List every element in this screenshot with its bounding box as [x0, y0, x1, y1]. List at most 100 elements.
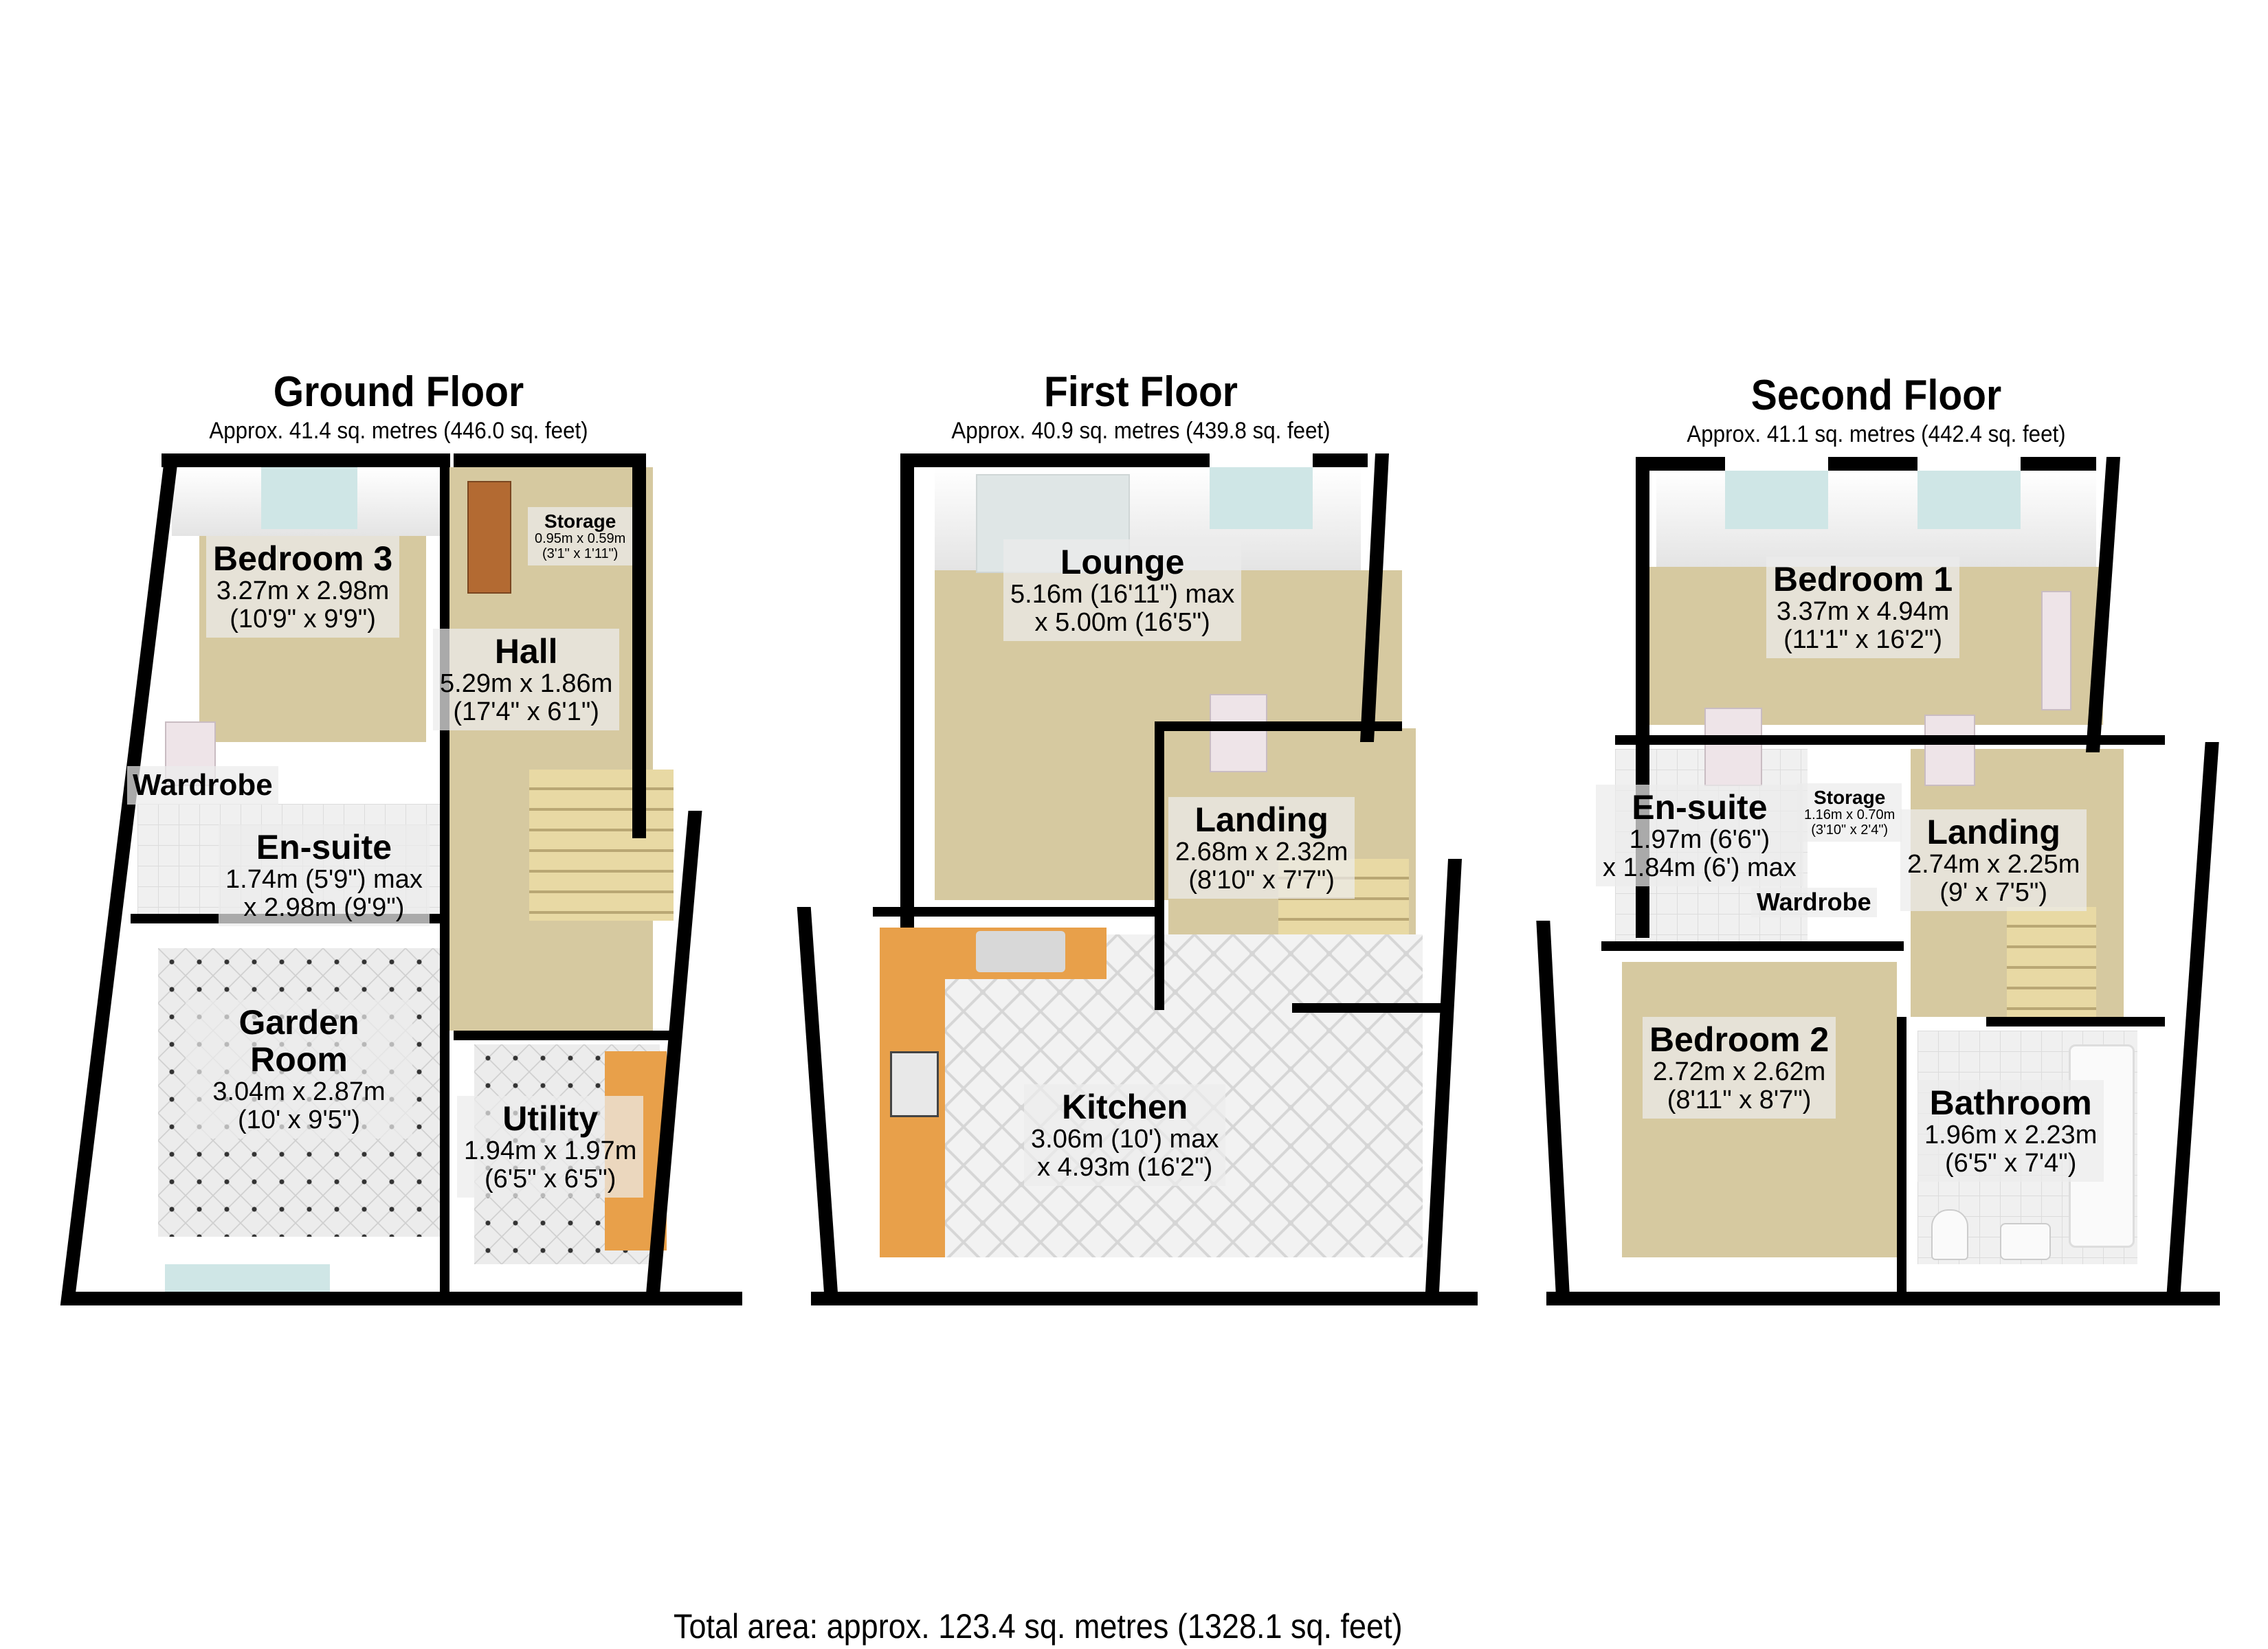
room-dimensions-metric: 3.04m x 2.87m — [212, 1077, 386, 1106]
first-floor-area: Approx. 40.9 sq. metres (439.8 sq. feet) — [951, 418, 1331, 444]
room-dimensions-imperial: (10'9" x 9'9") — [230, 605, 376, 634]
second-floor-stairs — [2007, 907, 2096, 1017]
room-dimensions-metric: 1.97m (6'6") — [1629, 825, 1770, 854]
room-dimensions-metric: 3.06m (10') max — [1031, 1125, 1219, 1154]
second-internal-wall-bathroom — [1897, 1017, 1906, 1292]
room-name: Bedroom 3 — [213, 539, 393, 578]
room-label-ensuite-2: En-suite 1.97m (6'6") x 1.84m (6') max — [1596, 785, 1803, 887]
second-outer-wall-top-mid — [1828, 457, 1917, 471]
room-dimensions-metric: 2.74m x 2.25m — [1907, 850, 2080, 879]
bedroom-1-wardrobe-door — [2041, 591, 2071, 710]
first-internal-wall-landing — [1155, 721, 1164, 1010]
room-dimensions-metric: 3.37m x 4.94m — [1776, 597, 1950, 626]
ground-outer-wall-top-left — [162, 453, 450, 467]
ground-outer-wall-bottom — [62, 1292, 742, 1305]
front-door — [467, 481, 511, 594]
room-label-kitchen: Kitchen 3.06m (10') max x 4.93m (16'2") — [1024, 1084, 1226, 1187]
first-outer-wall-left-lower — [797, 907, 839, 1305]
first-internal-wall-landing-top — [1155, 721, 1402, 731]
room-name: Kitchen — [1062, 1088, 1188, 1126]
first-floor-title: First Floor — [1043, 368, 1238, 416]
second-outer-wall-right-lower — [2166, 742, 2219, 1305]
second-outer-wall-top-right — [2021, 457, 2096, 471]
first-outer-wall-left — [900, 453, 914, 928]
room-label-ensuite: En-suite 1.74m (5'9") max x 2.98m (9'9") — [219, 824, 430, 927]
room-label-storage: Storage 0.95m x 0.59m (3'1" x 1'11") — [528, 507, 633, 566]
basin-icon — [2000, 1223, 2051, 1260]
room-dimensions-metric: 0.95m x 0.59m — [535, 531, 626, 547]
room-name: Bedroom 2 — [1649, 1020, 1830, 1059]
second-internal-wall-bathroom-top — [1986, 1017, 2165, 1027]
room-dimensions-imperial: x 1.84m (6') max — [1603, 853, 1797, 883]
room-label-bedroom-3: Bedroom 3 3.27m x 2.98m (10'9" x 9'9") — [206, 536, 400, 638]
room-label-bedroom-1: Bedroom 1 3.37m x 4.94m (11'1" x 16'2") — [1766, 557, 1960, 659]
ground-outer-wall-top-right — [454, 453, 639, 467]
first-internal-wall-landing-bottom — [1292, 1003, 1450, 1013]
landing-door — [1210, 694, 1267, 772]
room-name: Landing — [1194, 800, 1328, 839]
room-name: Storage — [1814, 787, 1886, 808]
hob-icon — [890, 1051, 939, 1117]
room-label-bedroom-2: Bedroom 2 2.72m x 2.62m (8'11" x 8'7") — [1643, 1017, 1836, 1119]
room-dimensions-metric: 5.16m (16'11") max — [1010, 580, 1235, 609]
room-dimensions-imperial: (11'1" x 16'2") — [1783, 625, 1943, 655]
total-area: Total area: approx. 123.4 sq. metres (13… — [674, 1607, 1403, 1646]
ground-internal-wall-utility — [454, 1031, 680, 1040]
room-dimensions-metric: 1.94m x 1.97m — [464, 1136, 637, 1165]
room-label-landing: Landing 2.68m x 2.32m (8'10" x 7'7") — [1168, 797, 1355, 899]
room-dimensions-imperial: x 5.00m (16'5") — [1034, 608, 1210, 638]
ground-floor-area: Approx. 41.4 sq. metres (446.0 sq. feet) — [209, 418, 588, 444]
room-dimensions-imperial: (6'5" x 7'4") — [1944, 1149, 2077, 1178]
toilet-icon — [1931, 1209, 1968, 1260]
room-dimensions-imperial: (9' x 7'5") — [1939, 878, 2048, 908]
room-dimensions-imperial: (8'10" x 7'7") — [1188, 866, 1335, 895]
second-outer-wall-top-left — [1649, 457, 1725, 471]
room-dimensions-metric: 3.27m x 2.98m — [216, 576, 390, 605]
bedroom-1-wall — [1656, 471, 2096, 567]
sink-icon — [976, 931, 1065, 972]
room-label-landing-2: Landing 2.74m x 2.25m (9' x 7'5") — [1900, 809, 2087, 912]
ground-outer-wall-right — [632, 453, 646, 838]
ensuite-door-2 — [1704, 708, 1762, 786]
first-internal-wall-kitchen — [873, 907, 1161, 917]
room-name: Storage — [544, 511, 616, 532]
room-name: Lounge — [1060, 543, 1185, 581]
room-label-hall: Hall 5.29m x 1.86m (17'4" x 6'1") — [433, 629, 620, 731]
second-internal-wall-bedroom1 — [1615, 735, 2165, 745]
room-label-garden-room: Garden Room 3.04m x 2.87m (10' x 9'5") — [186, 1000, 412, 1139]
room-name: Bathroom — [1929, 1084, 2092, 1122]
ground-stairs — [529, 770, 674, 921]
room-dimensions-imperial: (3'1" x 1'11") — [542, 546, 619, 561]
room-dimensions-metric: 1.96m x 2.23m — [1924, 1121, 2098, 1149]
ground-internal-wall-hall — [440, 467, 449, 1292]
room-dimensions-imperial: (10' x 9'5") — [238, 1106, 360, 1135]
lounge-window — [1210, 467, 1313, 529]
room-name: Landing — [1926, 813, 2060, 851]
first-outer-wall-bottom — [811, 1292, 1478, 1305]
landing-door-2 — [1924, 715, 1975, 786]
room-name: Garden Room — [238, 1003, 359, 1079]
room-dimensions-metric: 5.29m x 1.86m — [440, 669, 613, 698]
room-label-storage-2: Storage 1.16m x 0.70m (3'10" x 2'4") — [1797, 783, 1902, 842]
room-name: Wardrobe — [133, 768, 273, 802]
room-name: En-suite — [1632, 788, 1768, 827]
first-outer-wall-top-mid — [1141, 453, 1210, 467]
second-outer-wall-left-lower — [1536, 921, 1570, 1305]
bedroom-3-window — [261, 467, 357, 529]
second-floor-title: Second Floor — [1750, 372, 2002, 419]
second-outer-wall-bottom — [1546, 1292, 2220, 1305]
first-outer-wall-top-right — [1313, 453, 1368, 467]
room-dimensions-imperial: (17'4" x 6'1") — [453, 697, 599, 727]
room-dimensions-metric: 2.72m x 2.62m — [1652, 1057, 1826, 1086]
room-name: Bedroom 1 — [1773, 560, 1953, 598]
room-label-utility: Utility 1.94m x 1.97m (6'5" x 6'5") — [457, 1096, 644, 1198]
second-internal-wall-bedroom2 — [1601, 941, 1904, 951]
garden-room-patio-door — [165, 1264, 330, 1292]
room-name: Wardrobe — [1757, 888, 1871, 916]
bedroom-1-window-left — [1725, 471, 1828, 529]
room-label-wardrobe: Wardrobe — [127, 766, 278, 805]
room-dimensions-imperial: (6'5" x 6'5") — [484, 1165, 616, 1194]
first-outer-wall-right-lower — [1424, 859, 1463, 1305]
room-dimensions-imperial: x 4.93m (16'2") — [1037, 1153, 1213, 1182]
room-name: Utility — [502, 1099, 599, 1138]
